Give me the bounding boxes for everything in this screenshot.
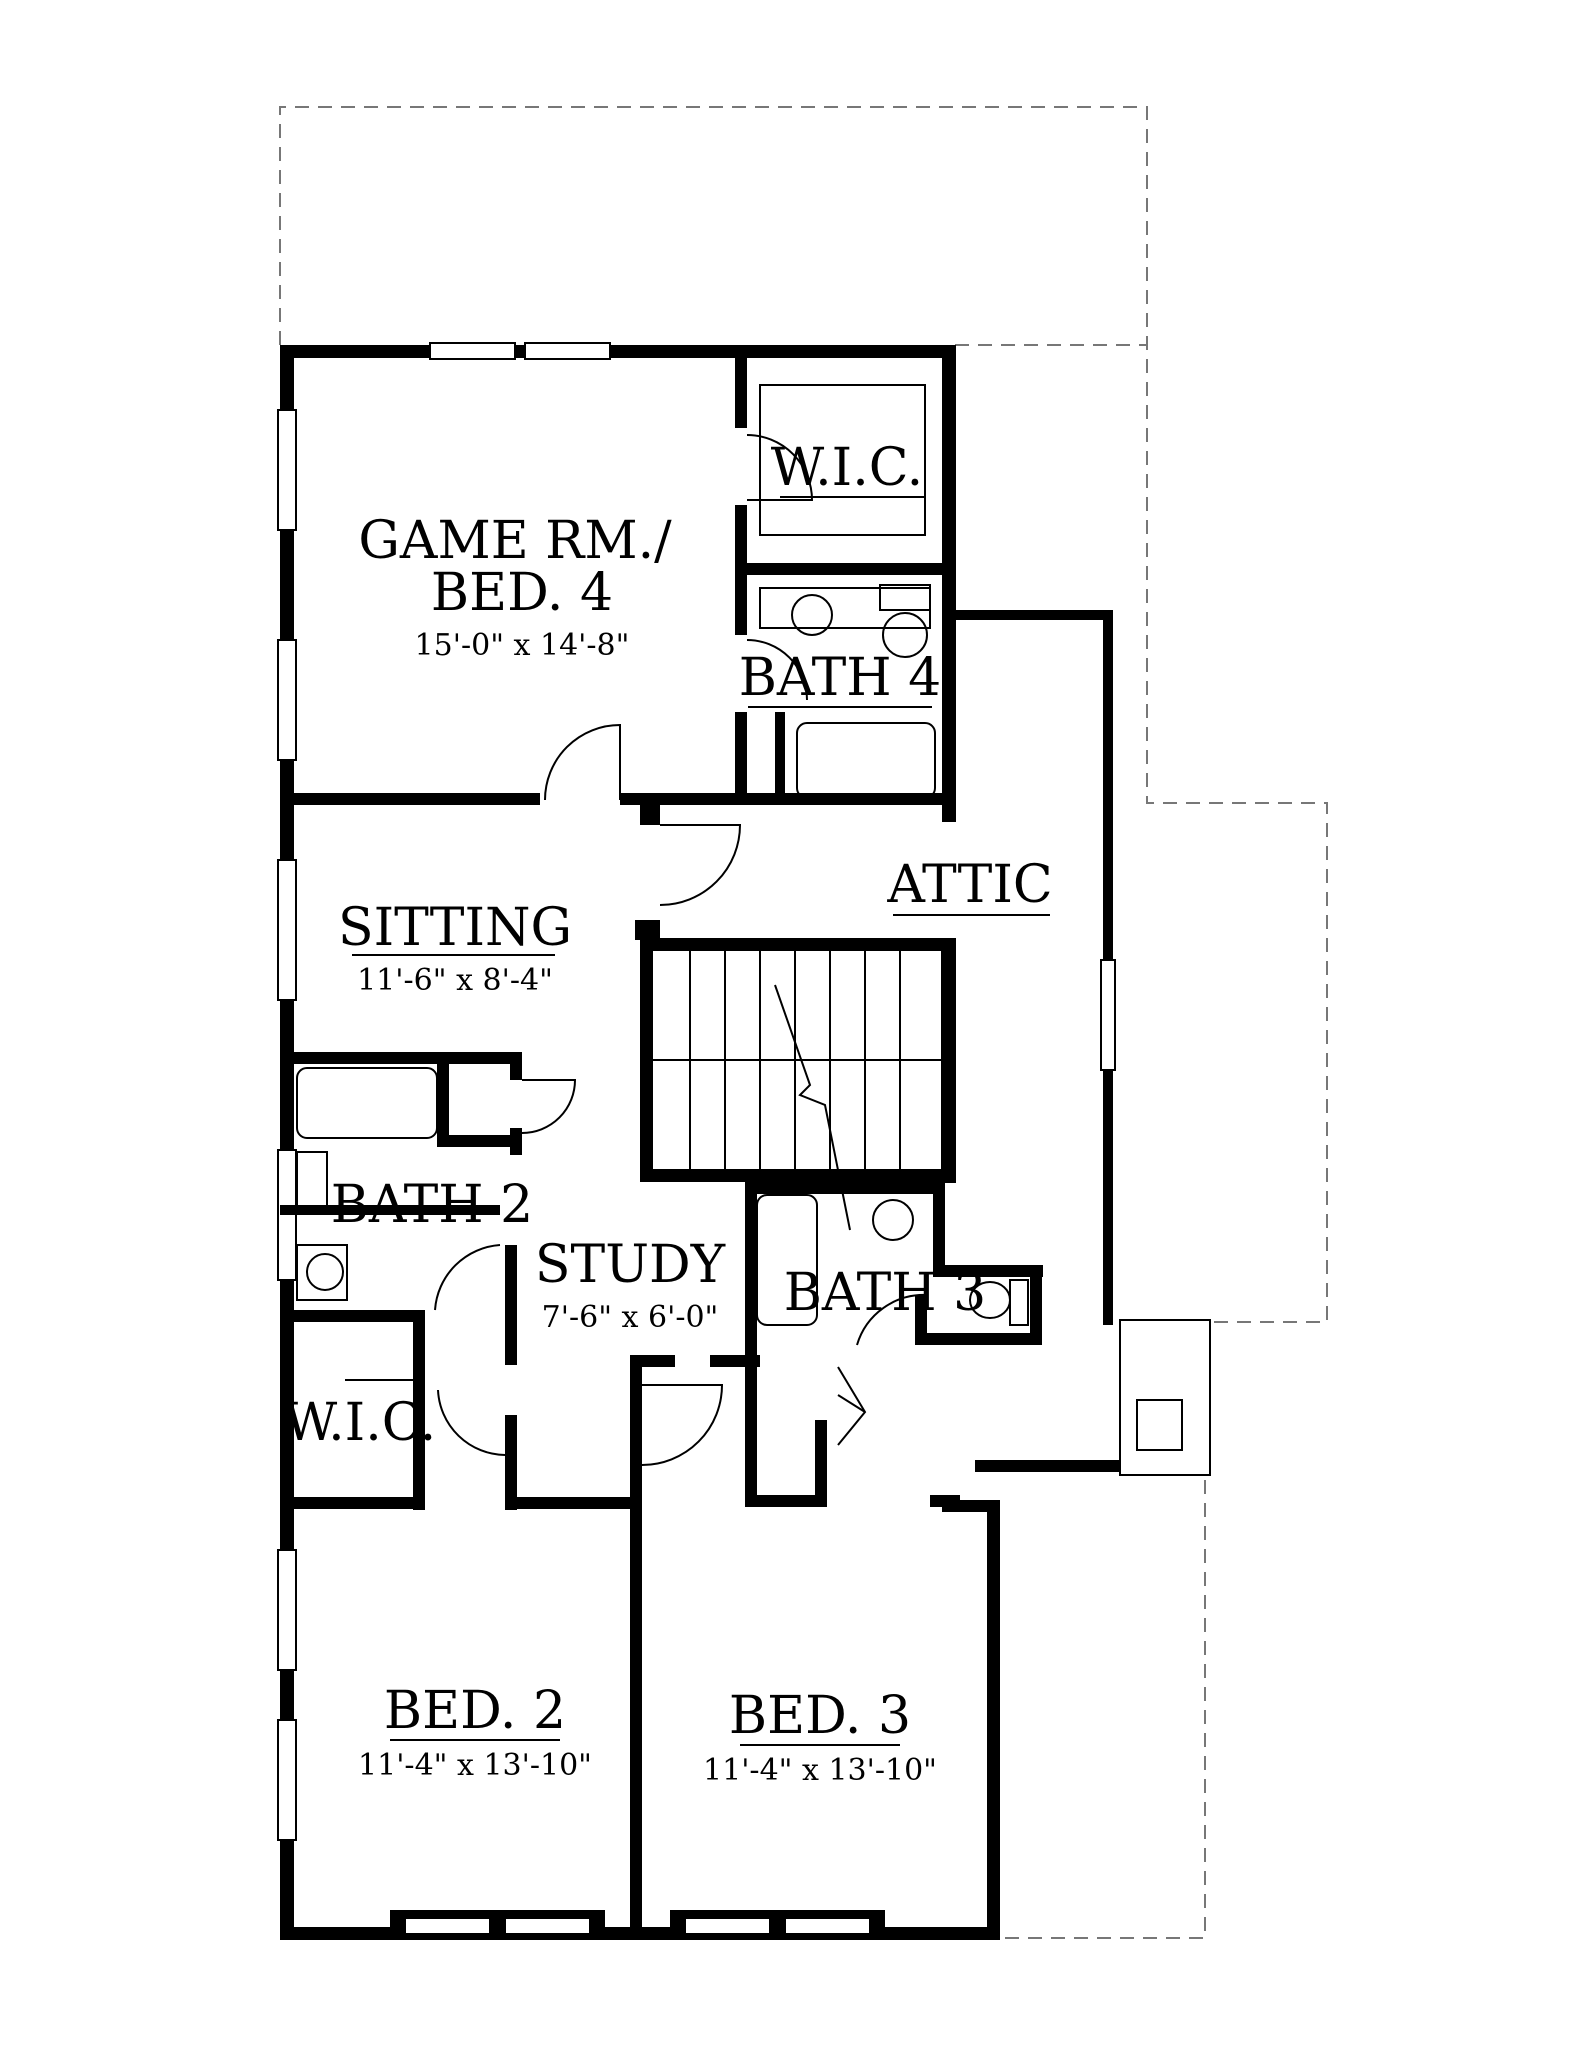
room-name-study: STUDY — [535, 1235, 726, 1295]
room-name-bed2: BED. 2 — [384, 1681, 566, 1741]
room-name-bath3: BATH 3 — [784, 1263, 987, 1323]
room-name-game-bed4-line1: GAME RM./ — [358, 511, 672, 571]
room-name-bath2: BATH 2 — [331, 1175, 534, 1235]
roof-outline — [279, 106, 1328, 1939]
room-dims-bed2: 11'-4" x 13'-10" — [358, 1748, 592, 1783]
room-dims-sitting: 11'-6" x 8'-4" — [357, 963, 553, 998]
room-name-wic-lower: W.I.C. — [284, 1393, 436, 1453]
chimney — [1119, 1319, 1211, 1476]
room-dims-bed3: 11'-4" x 13'-10" — [703, 1753, 937, 1788]
interior-walls — [280, 358, 1043, 1940]
label-underlines — [352, 496, 1050, 1746]
room-name-wic-upper: W.I.C. — [771, 438, 923, 498]
stairs — [651, 949, 943, 1231]
room-dims-study: 7'-6" x 6'-0" — [542, 1300, 719, 1335]
room-name-sitting: SITTING — [338, 898, 572, 958]
room-dims-game-bed4: 15'-0" x 14'-8" — [415, 628, 630, 663]
room-name-attic: ATTIC — [886, 855, 1052, 915]
fixtures — [296, 384, 1029, 1326]
room-labels: GAME RM./ BED. 4 15'-0" x 14'-8" W.I.C. … — [284, 438, 1053, 1788]
windows — [277, 342, 1116, 1940]
doors — [345, 434, 928, 1466]
room-name-bed3: BED. 3 — [729, 1686, 911, 1746]
room-name-bath4: BATH 4 — [739, 648, 942, 708]
room-name-game-bed4-line2: BED. 4 — [431, 563, 613, 623]
